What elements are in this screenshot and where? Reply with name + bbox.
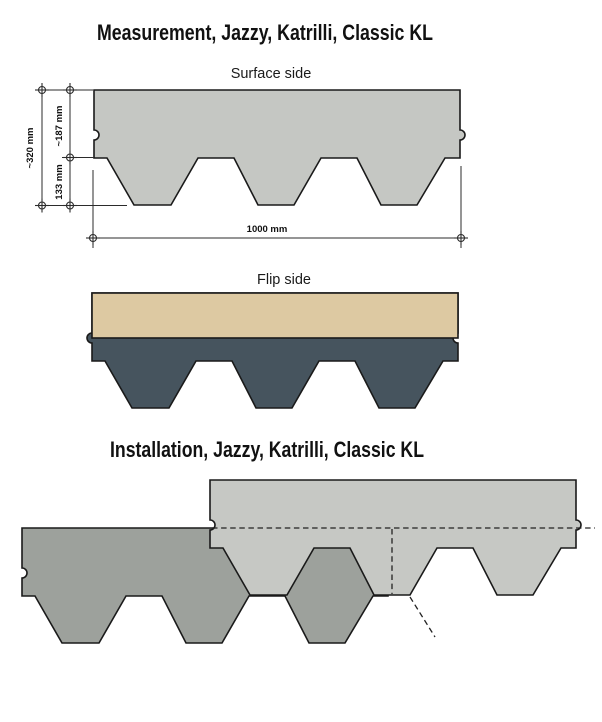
datum-marker: [453, 230, 469, 246]
installation-upper-shingle-outline: [209, 479, 582, 596]
datum-marker: [85, 230, 101, 246]
datum-marker: [62, 82, 78, 98]
dim-label-tab-height: 133 mm: [54, 164, 65, 199]
dim-label-width: 1000 mm: [247, 224, 288, 235]
installation-upper-shingle: [209, 479, 582, 596]
surface-shingle: [93, 89, 466, 206]
measurement-title: Measurement, Jazzy, Katrilli, Classic KL: [97, 20, 433, 45]
surface-shingle-outline: [93, 89, 466, 206]
surface-side-label: Surface side: [231, 66, 312, 82]
datum-marker: [34, 197, 50, 214]
datum-marker: [34, 82, 50, 98]
dimension-lines: ~320 mm ~187 mm 133 mm 1000 mm: [25, 82, 469, 248]
datum-marker: [62, 197, 78, 214]
dim-label-upper-height: ~187 mm: [54, 106, 65, 147]
diagonal-alignment-dashed-line: [409, 596, 436, 638]
flip-side-label: Flip side: [257, 272, 311, 288]
flip-shingle: [86, 292, 459, 409]
installation-title: Installation, Jazzy, Katrilli, Classic K…: [110, 437, 424, 462]
installation-guides: [212, 527, 595, 638]
dim-label-overall-height: ~320 mm: [25, 128, 36, 169]
datum-marker: [62, 149, 78, 166]
flip-shingle-top-strip: [91, 292, 459, 339]
